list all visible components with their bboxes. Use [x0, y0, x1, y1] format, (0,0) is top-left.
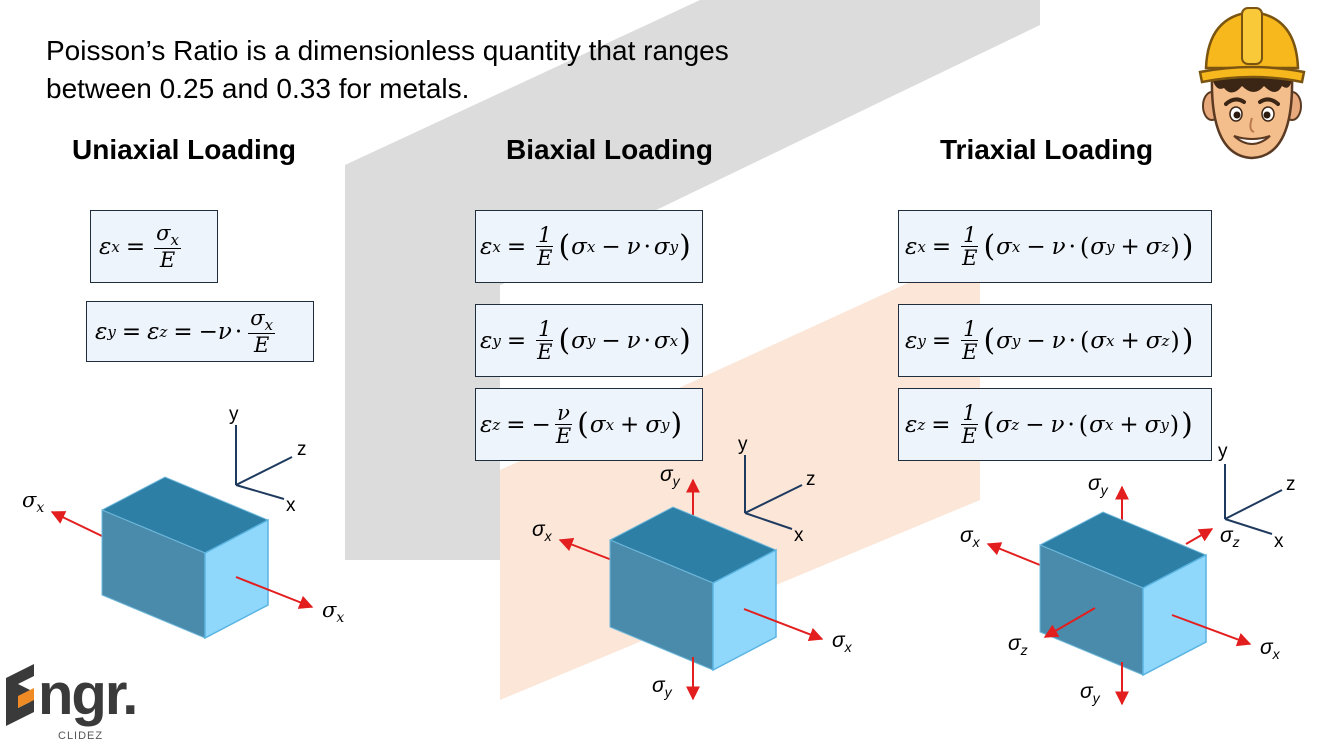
axis-x-label: x [794, 525, 804, 546]
intro-text: Poisson’s Ratio is a dimensionless quant… [46, 35, 729, 104]
triaxial-axes [1224, 464, 1283, 535]
sigma-y-label-bottom: σy [652, 674, 673, 700]
stress-arrow-x-right [743, 608, 824, 642]
axis-y-label: y [229, 404, 239, 425]
biaxial-diagram: y z x σy σx σx σy [532, 434, 853, 701]
axis-z-label: z [1286, 474, 1296, 495]
axis-x-label: x [286, 495, 296, 516]
logo: ngr. CLIDEZ [0, 656, 170, 742]
sigma-x-label-right: σx [1260, 636, 1281, 662]
stress-arrow-x-right [235, 576, 314, 609]
biaxial-title: Biaxial Loading [506, 134, 713, 165]
sigma-z-label-right: σz [1220, 524, 1240, 550]
stress-arrow-x-left [558, 537, 613, 561]
stress-arrow-z-down [1043, 607, 1096, 638]
uniaxial-diagram: y z x σx σx [22, 404, 344, 640]
biaxial-cube [608, 506, 778, 672]
triaxial-cube [1038, 511, 1208, 677]
triaxial-diagram: y z x σy σx σz σz σx σy [960, 441, 1296, 706]
uniaxial-title: Uniaxial Loading [72, 134, 297, 165]
sigma-y-label-top: σy [660, 463, 681, 489]
biaxial-axes [744, 455, 803, 530]
sigma-x-label-left: σx [22, 488, 44, 516]
sigma-y-label-bottom: σy [1080, 680, 1101, 706]
axis-y-label: y [1218, 441, 1228, 462]
engineer-avatar [1198, 7, 1306, 160]
triaxial-title: Triaxial Loading [940, 134, 1154, 165]
stress-arrow-z-up [1185, 528, 1214, 545]
stress-arrow-x-left [986, 542, 1041, 566]
logo-mark: ngr. CLIDEZ [6, 662, 138, 742]
uniaxial-cube [100, 476, 270, 640]
stress-arrow-x-left [50, 511, 105, 538]
svg-text:ngr.: ngr. [38, 662, 136, 727]
axis-z-label: z [806, 469, 816, 490]
axis-x-label: x [1274, 531, 1284, 552]
sigma-x-label-right: σx [832, 629, 853, 655]
sigma-x-label-right: σx [322, 598, 344, 626]
sigma-z-label-left: σz [1008, 632, 1028, 658]
sigma-y-label-top: σy [1088, 472, 1109, 498]
stress-arrow-x-right [1171, 614, 1252, 647]
sigma-x-label-left: σx [532, 518, 553, 544]
logo-sub: CLIDEZ [58, 730, 103, 742]
uniaxial-axes [235, 425, 293, 500]
sigma-x-label-left: σx [960, 524, 981, 550]
axis-y-label: y [738, 434, 748, 455]
axis-z-label: z [297, 439, 307, 460]
